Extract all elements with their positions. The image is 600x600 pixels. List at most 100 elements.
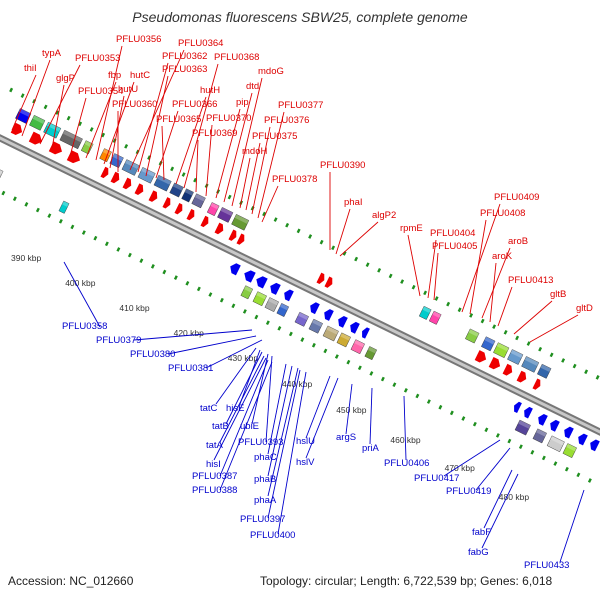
tick-mark [561, 358, 566, 363]
gene-box [206, 202, 220, 217]
tick-mark [346, 359, 351, 365]
forward-gene-arrow [324, 276, 333, 288]
reverse-leader-line [219, 361, 273, 491]
tick-mark [43, 104, 48, 110]
forward-leader-line [335, 208, 351, 255]
forward-gene-label: PFLU0370 [206, 113, 251, 124]
tick-mark [58, 218, 63, 224]
tick-mark [480, 318, 485, 324]
backbone [0, 134, 600, 436]
tick-mark [170, 166, 175, 172]
tick-mark [403, 388, 408, 393]
tick-mark [576, 472, 581, 478]
forward-gene-label: PFLU0409 [494, 192, 539, 203]
tick-mark [24, 202, 29, 207]
forward-leader-line [109, 95, 125, 169]
gene-box [240, 285, 254, 300]
tick-mark [392, 382, 397, 388]
reverse-leader-line [167, 335, 257, 355]
forward-gene-label: PFLU0405 [432, 241, 477, 252]
kbp-tick-label: 390 kbp [11, 253, 42, 263]
forward-gene-label: PFLU0363 [162, 64, 207, 75]
tick-mark [526, 341, 531, 346]
tick-mark [277, 326, 282, 331]
reverse-leader-line [267, 369, 301, 519]
reverse-leader-line [133, 329, 253, 341]
reverse-gene-arrow [230, 263, 241, 276]
forward-gene-label: PFLU0364 [178, 38, 223, 49]
forward-leader-line [129, 49, 185, 171]
tick-mark [553, 461, 558, 466]
tick-mark [572, 363, 577, 369]
tick-mark [457, 307, 462, 313]
forward-gene-label: PFLU0408 [480, 208, 525, 219]
forward-gene-label: dtd [246, 81, 259, 92]
tick-mark [288, 331, 293, 337]
reverse-gene-label: fabG [468, 547, 489, 558]
tick-mark [354, 256, 359, 262]
forward-leader-line [21, 59, 51, 137]
reverse-gene-arrow [324, 309, 334, 321]
tick-mark [181, 172, 186, 177]
tick-mark [319, 239, 324, 245]
tick-mark [254, 314, 259, 320]
forward-leader-line [497, 286, 513, 327]
gene-box [0, 168, 4, 182]
reverse-leader-line [345, 383, 353, 435]
reverse-gene-label: PFLU0379 [96, 335, 141, 346]
reverse-leader-line [483, 469, 513, 529]
forward-gene-label: gltD [576, 303, 593, 314]
gene-box [59, 129, 83, 150]
forward-gene-arrow [488, 356, 501, 370]
tick-mark [116, 247, 121, 252]
reverse-leader-line [265, 355, 273, 443]
reverse-gene-label: argS [336, 432, 356, 443]
reverse-leader-line [481, 473, 519, 549]
tick-mark [461, 416, 466, 421]
forward-leader-line [339, 221, 379, 257]
tick-mark [334, 354, 339, 359]
gene-box [428, 310, 442, 325]
reverse-gene-arrow [550, 419, 560, 432]
forward-leader-line [489, 262, 497, 323]
reverse-leader-line [305, 375, 331, 439]
tick-mark [492, 324, 497, 329]
forward-gene-arrow [134, 183, 144, 195]
forward-leader-line [469, 219, 487, 315]
tick-mark [262, 211, 267, 217]
gene-box [514, 419, 531, 436]
forward-gene-arrow [214, 222, 224, 235]
tick-mark [219, 297, 224, 303]
tick-mark [365, 262, 370, 268]
forward-gene-arrow [186, 208, 195, 221]
gene-box [58, 200, 70, 214]
kbp-tick-label: 410 kbp [119, 303, 150, 313]
forward-gene-label: PFLU0365 [156, 114, 201, 125]
gene-box [217, 207, 234, 223]
forward-gene-arrow [110, 171, 120, 184]
reverse-gene-label: hisE [226, 403, 244, 414]
gene-box [294, 311, 309, 327]
reverse-leader-line [267, 365, 293, 477]
tick-mark [357, 365, 362, 371]
forward-leader-line [239, 157, 251, 209]
gene-box [521, 356, 540, 373]
forward-gene-label: PFLU0404 [430, 228, 475, 239]
tick-mark [530, 449, 535, 455]
forward-leader-line [529, 314, 579, 343]
forward-gene-label: rpmE [400, 223, 423, 234]
kbp-tick-label: 430 kbp [228, 353, 259, 363]
forward-gene-arrow [474, 350, 487, 363]
reverse-leader-line [213, 357, 267, 461]
forward-gene-label: gltB [550, 289, 566, 300]
gene-box [43, 121, 62, 139]
kbp-tick-label: 450 kbp [336, 405, 367, 415]
forward-gene-label: mdoG [258, 66, 284, 77]
tick-mark [296, 228, 301, 234]
forward-gene-label: PFLU0362 [162, 51, 207, 62]
tick-mark [549, 352, 554, 358]
forward-leader-line [145, 75, 169, 177]
tick-mark [449, 410, 454, 416]
forward-gene-label: PFLU0356 [116, 34, 161, 45]
